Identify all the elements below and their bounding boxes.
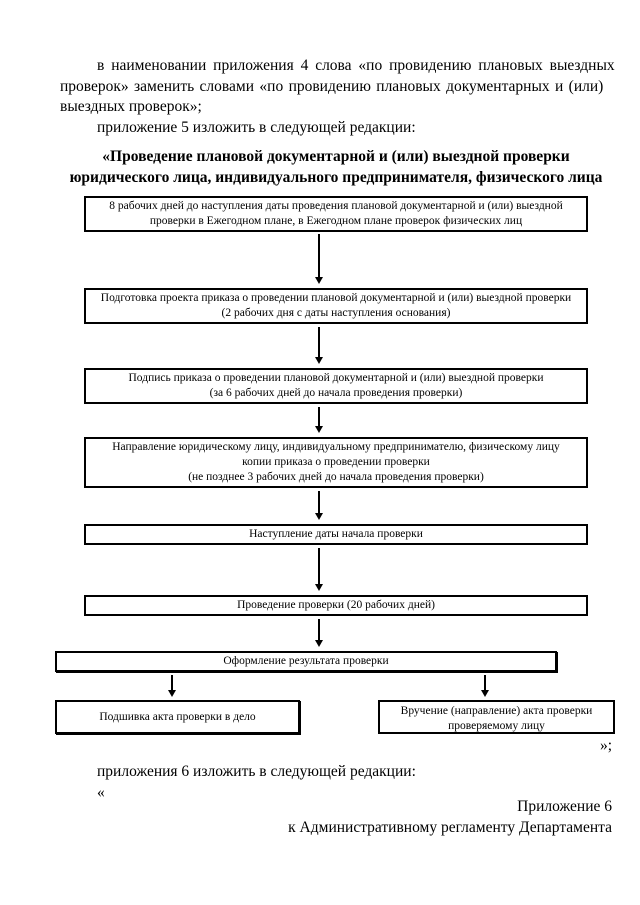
intro-line: выездных проверок»; [60,98,202,115]
flow-step-4-box: Направление юридическому лицу, индивидуа… [84,437,588,488]
flow-step-3-box: Подпись приказа о проведении плановой до… [84,368,588,404]
intro-line: в наименовании приложения 4 слова «по пр… [97,57,615,74]
arrow-down-icon [314,327,324,364]
flow-step-2-box: Подготовка проекта приказа о проведении … [84,288,588,324]
arrow-down-icon [314,234,324,284]
arrow-split-right-icon [480,675,490,697]
closing-quote: »; [599,737,612,754]
flow-step-8-right-box: Вручение (направление) акта проверки про… [378,700,615,734]
flow-step-8-left-box: Подшивка акта проверки в дело [55,700,300,734]
arrow-split-left-icon [167,675,177,697]
flowchart-title: «Проведение плановой документарной и (ил… [60,146,612,188]
flowchart-title-line2: юридического лица, индивидуального предп… [69,169,603,186]
flow-step-7-box: Оформление результата проверки [55,651,557,672]
appendix-ref-line1: Приложение 6 [517,798,612,815]
flow-step-1-box: 8 рабочих дней до наступления даты прове… [84,196,588,232]
arrow-down-icon [314,491,324,520]
opening-quote: « [97,784,105,801]
intro-paragraph: в наименовании приложения 4 слова «по пр… [60,56,615,138]
arrow-down-icon [314,548,324,591]
intro-line: приложение 5 изложить в следующей редакц… [97,118,416,136]
intro-line: проверок» заменить словами «по провидени… [60,77,604,95]
arrow-down-icon [314,407,324,433]
appendix-ref-line2: к Административному регламенту Департаме… [288,819,612,836]
flow-step-5-box: Наступление даты начала проверки [84,524,588,545]
closing-paragraph: приложения 6 изложить в следующей редакц… [97,763,416,780]
arrow-down-icon [314,619,324,647]
flowchart-title-line1: «Проведение плановой документарной и (ил… [102,148,570,165]
flow-step-6-box: Проведение проверки (20 рабочих дней) [84,595,588,616]
